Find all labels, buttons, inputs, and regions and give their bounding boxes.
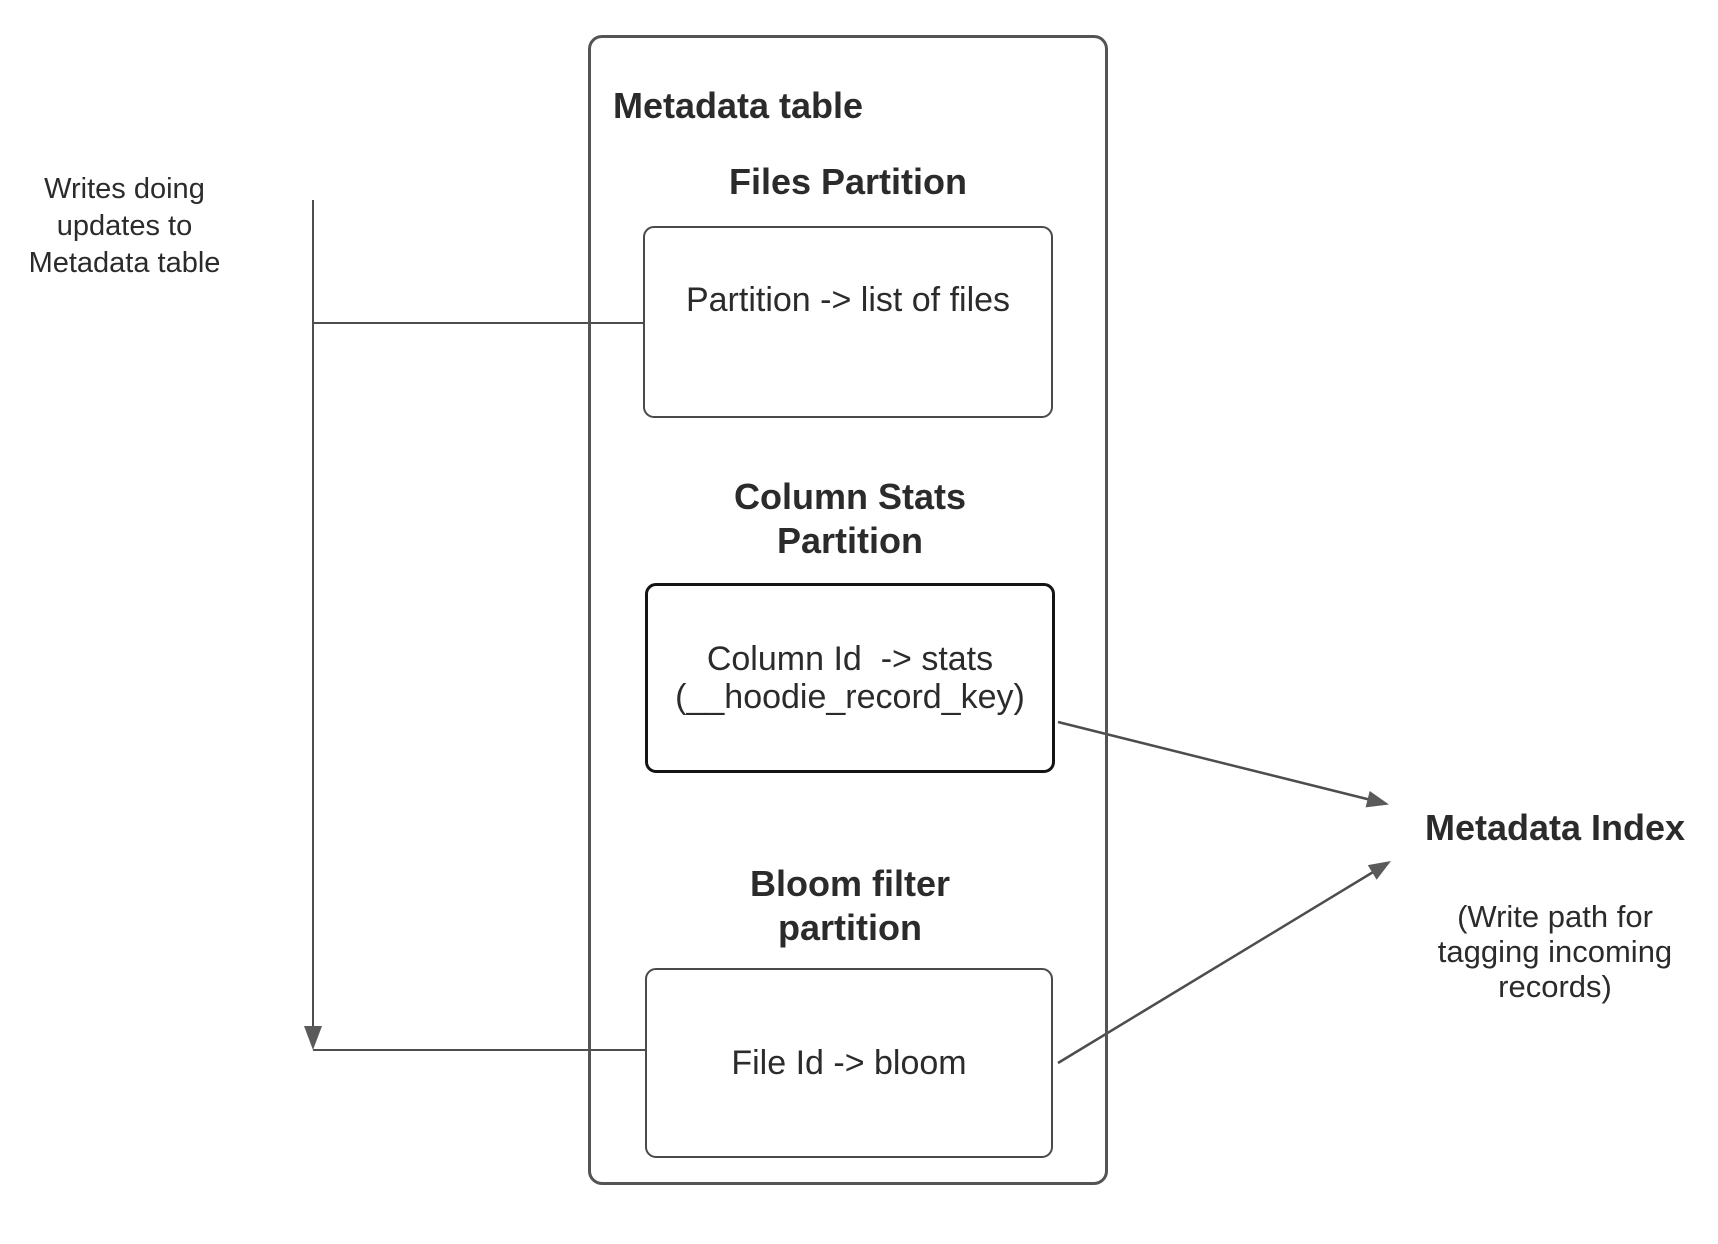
writes-down-arrowhead-icon (304, 1026, 322, 1050)
bloom-to-index-arrowhead-icon (1367, 861, 1391, 880)
column-stats-partition-box: Column Id -> stats (__hoodie_record_key) (645, 583, 1055, 773)
bloom-filter-partition-body: File Id -> bloom (731, 1044, 967, 1082)
files-partition-box: Partition -> list of files (643, 226, 1053, 418)
bloom-filter-partition-heading: Bloom filter partition (749, 863, 950, 948)
writes-note: Writes doing updates to Metadata table (28, 173, 221, 279)
column-stats-partition-body: Column Id -> stats (__hoodie_record_key) (675, 640, 1025, 716)
column-stats-partition-heading: Column Stats Partition (733, 476, 966, 561)
metadata-table-title: Metadata table (613, 85, 864, 126)
bloom-filter-partition-box: File Id -> bloom (645, 968, 1053, 1158)
metadata-table-box (588, 35, 1108, 1185)
files-partition-body: Partition -> list of files (685, 281, 1011, 319)
stats-to-index-arrowhead-icon (1365, 791, 1389, 808)
metadata-index-subtitle: (Write path for tagging incoming records… (1437, 899, 1673, 1004)
files-partition-heading: Files Partition (728, 161, 968, 202)
metadata-index-title: Metadata Index (1424, 807, 1686, 848)
